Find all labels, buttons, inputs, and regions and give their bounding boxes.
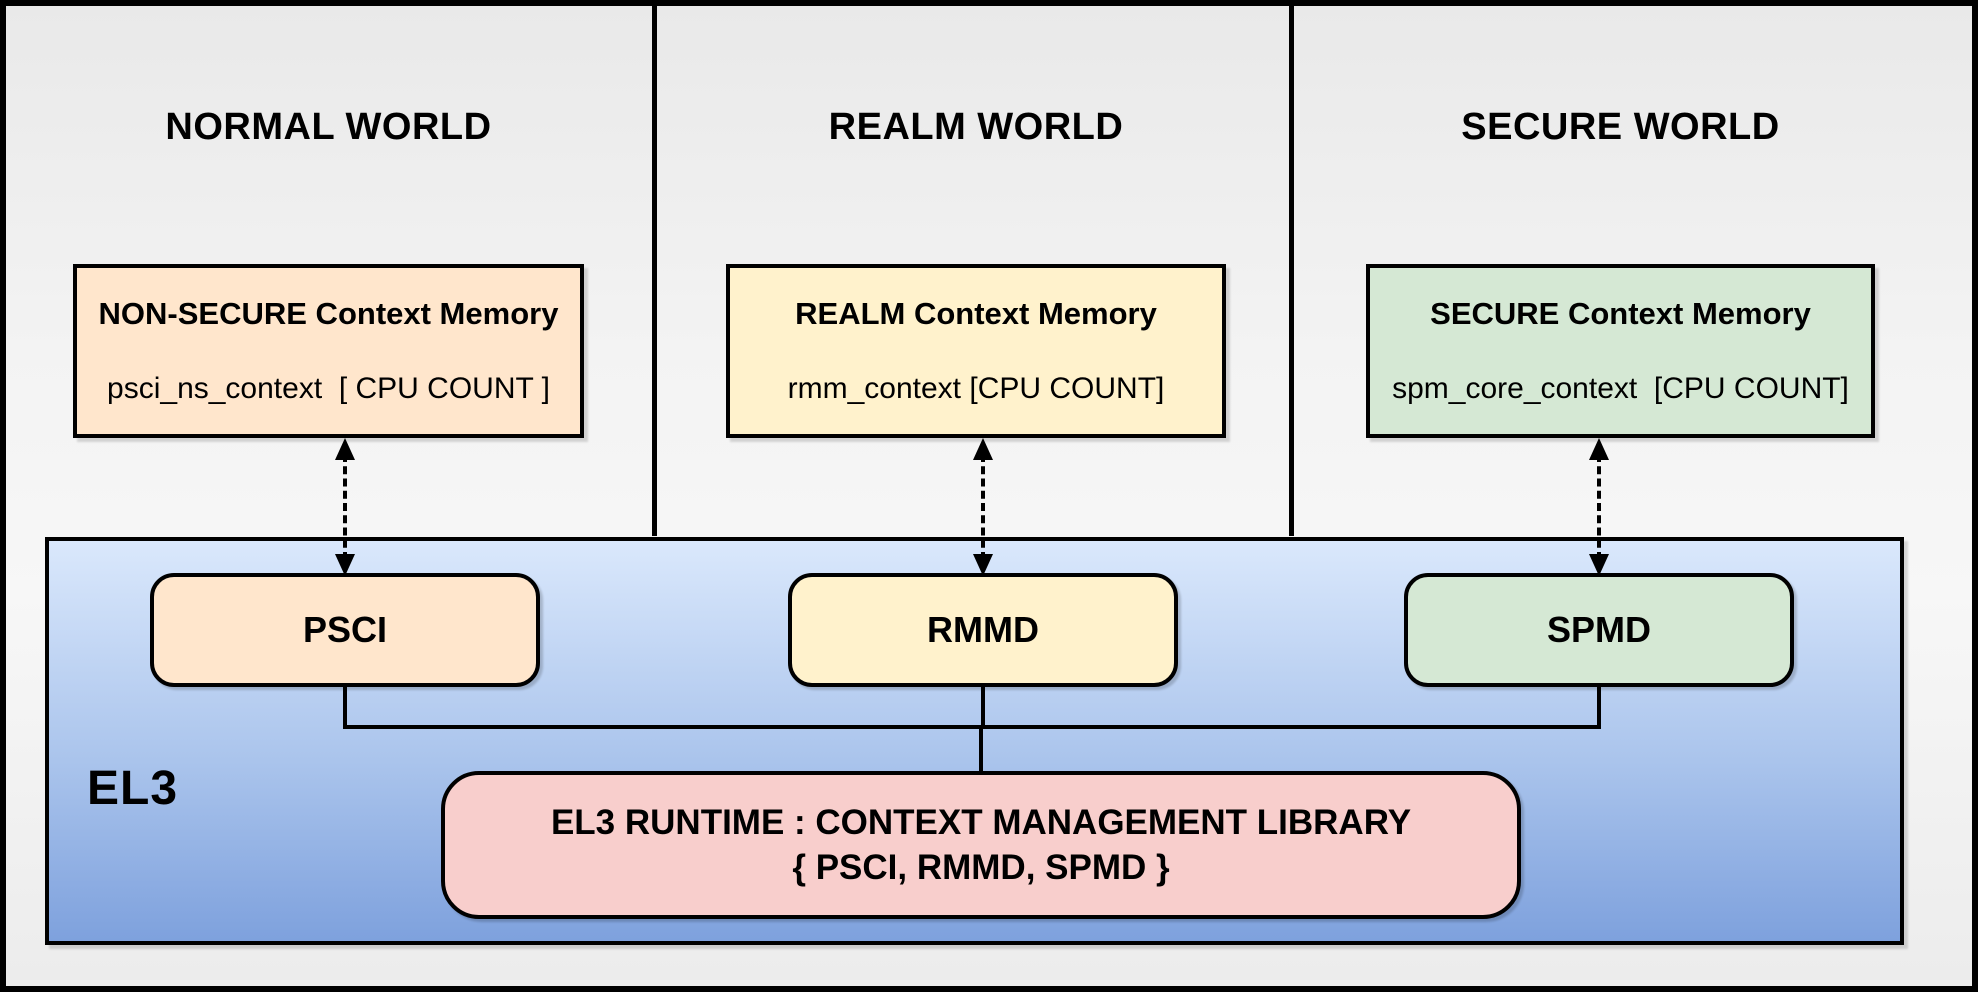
el3-label: EL3 [87, 762, 179, 815]
world-divider-realm-secure [1289, 6, 1294, 536]
bus-connector-line [343, 725, 1601, 729]
spmd-connector-line [1597, 687, 1601, 729]
spmd-context-sync-arrow [1586, 438, 1612, 576]
secure-context-array: spm_core_context [CPU COUNT] [1392, 372, 1849, 405]
spmd-module-box: SPMD [1404, 573, 1794, 687]
el3-runtime-library-box: EL3 RUNTIME : CONTEXT MANAGEMENT LIBRARY… [441, 771, 1521, 919]
arrow-down-icon [973, 554, 993, 576]
realm-context-array: rmm_context [CPU COUNT] [787, 372, 1165, 405]
dashed-line [343, 454, 347, 560]
realm-context-memory-box: REALM Context Memory rmm_context [CPU CO… [726, 264, 1226, 438]
normal-world-title: NORMAL WORLD [165, 106, 492, 148]
rmmd-context-sync-arrow [970, 438, 996, 576]
dashed-line [981, 454, 985, 560]
psci-connector-line [343, 687, 347, 729]
arrow-down-icon [1589, 554, 1609, 576]
psci-module-box: PSCI [150, 573, 540, 687]
non-secure-context-memory-box: NON-SECURE Context Memory psci_ns_contex… [73, 264, 584, 438]
arrow-up-icon [973, 438, 993, 460]
non-secure-context-array: psci_ns_context [ CPU COUNT ] [107, 372, 550, 405]
secure-world-title: SECURE WORLD [1461, 106, 1780, 148]
runtime-library-members: { PSCI, RMMD, SPMD } [792, 848, 1170, 887]
runtime-library-title: EL3 RUNTIME : CONTEXT MANAGEMENT LIBRARY [550, 803, 1412, 842]
arrow-up-icon [335, 438, 355, 460]
dashed-line [1597, 454, 1601, 560]
rmmd-connector-line [981, 687, 985, 729]
psci-context-sync-arrow [332, 438, 358, 576]
secure-context-memory-title: SECURE Context Memory [1430, 296, 1811, 331]
runtime-connector-line [979, 729, 983, 773]
non-secure-context-memory-title: NON-SECURE Context Memory [98, 296, 559, 331]
realm-context-memory-title: REALM Context Memory [795, 296, 1157, 331]
realm-world-title: REALM WORLD [828, 106, 1124, 148]
secure-context-memory-box: SECURE Context Memory spm_core_context [… [1366, 264, 1875, 438]
arrow-up-icon [1589, 438, 1609, 460]
rmmd-module-box: RMMD [788, 573, 1178, 687]
world-divider-normal-realm [652, 6, 657, 536]
arrow-down-icon [335, 554, 355, 576]
